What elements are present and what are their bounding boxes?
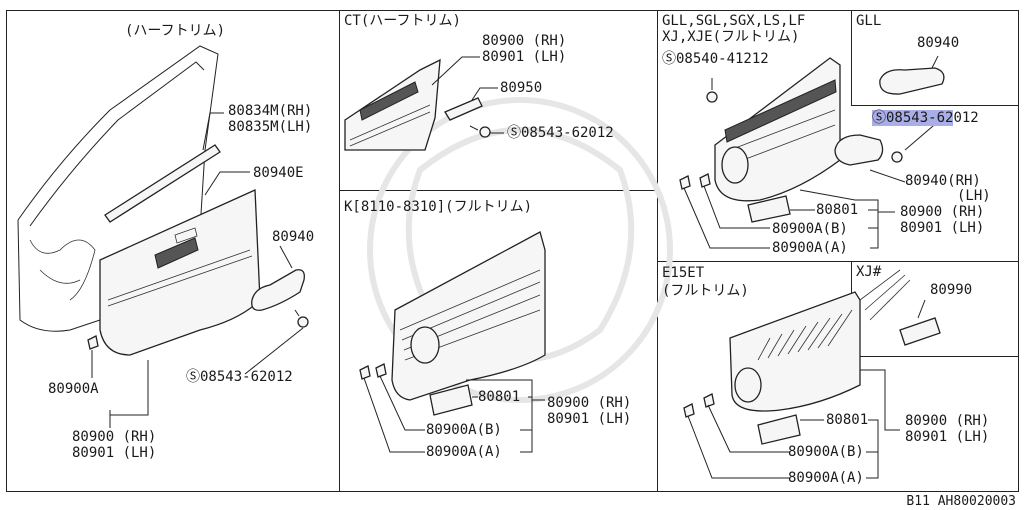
- main-label-clip: 80900A: [48, 381, 99, 397]
- gll-pocket: [747, 195, 791, 223]
- e15-trim-panel: [729, 291, 861, 412]
- main-screw: [294, 309, 309, 328]
- e15-title-1: E15ET: [662, 265, 705, 281]
- ct-screw: [469, 125, 491, 138]
- gll-label-handle-rh: 80940(RH): [905, 173, 981, 189]
- ct-trim-panel: [344, 58, 441, 151]
- main-sash: [104, 144, 221, 223]
- panel-gll: [851, 10, 1019, 106]
- main-label-handle-e: 80940E: [253, 165, 304, 181]
- k-pocket: [429, 384, 473, 416]
- k-label-clip-a: 80900A(A): [426, 444, 502, 460]
- e15-title-2: (フルトリム): [662, 283, 749, 299]
- ct-label-80950: 80950: [500, 80, 543, 96]
- gll-label-clip-a: 80900A(A): [772, 240, 848, 256]
- main-leaders: [91, 112, 304, 428]
- gll-label-trim-lh: 80901 (LH): [900, 220, 985, 236]
- gll-small-label-handle: 80940: [917, 35, 960, 51]
- ct-leaders: [431, 56, 504, 134]
- gll-handle: [834, 134, 884, 166]
- main-clip: [87, 335, 99, 350]
- gll-trim-panel: [714, 57, 841, 202]
- main-trim-panel: [99, 189, 261, 356]
- main-label-handle: 80940: [272, 229, 315, 245]
- k-leaders: [363, 375, 545, 453]
- main-door-frame: [17, 45, 219, 332]
- k-title: K[8110-8310](フルトリム): [344, 199, 533, 215]
- e15-pocket: [757, 414, 801, 445]
- ct-label-trim-rh: 80900 (RH): [482, 33, 567, 49]
- k-clips: [359, 363, 387, 380]
- ct-part-80950: [444, 97, 483, 121]
- e15-label-clip-a: 80900A(A): [788, 470, 864, 486]
- gll-full-title-1: GLL,SGL,SGX,LS,LF: [662, 13, 806, 29]
- xj-title: XJ#: [856, 264, 882, 280]
- main-title: (ハーフトリム): [125, 23, 226, 39]
- figure-code: B11 AH80020003: [906, 494, 1016, 509]
- k-label-trim-lh: 80901 (LH): [547, 411, 632, 427]
- ct-label-trim-lh: 80901 (LH): [482, 49, 567, 65]
- e15-leaders: [687, 369, 900, 479]
- k-label-clip-b: 80900A(B): [426, 422, 502, 438]
- e15-label-pocket: 80801: [826, 412, 869, 428]
- main-label-screw: Ⓢ08543-62012: [186, 369, 293, 385]
- ct-title: CT(ハーフトリム): [344, 13, 461, 29]
- e15-label-trim-rh: 80900 (RH): [905, 413, 990, 429]
- gll-small-handle: [879, 55, 945, 95]
- k-trim-panel: [391, 231, 546, 401]
- gll-small-title: GLL: [856, 13, 882, 29]
- main-label-sash-lh: 80835M(LH): [228, 119, 313, 135]
- xj-label-80990: 80990: [930, 282, 973, 298]
- gll-label-screw-mid: Ⓢ08543-62012: [872, 110, 979, 126]
- xj-part-80990: [859, 269, 941, 346]
- main-label-trim-rh: 80900 (RH): [72, 429, 157, 445]
- gll-label-trim-rh: 80900 (RH): [900, 204, 985, 220]
- panel-e15et: [657, 261, 1019, 492]
- gll-label-clip-b: 80900A(B): [772, 221, 848, 237]
- e15-clips: [683, 393, 715, 418]
- gll-label-pocket: 80801: [816, 202, 859, 218]
- watermark: [367, 97, 673, 403]
- gll-label-handle-lh: (LH): [957, 188, 991, 204]
- main-label-sash-rh: 80834M(RH): [228, 103, 313, 119]
- main-handle: [251, 269, 305, 311]
- gll-screws: [679, 91, 903, 190]
- e15-label-clip-b: 80900A(B): [788, 444, 864, 460]
- k-label-pocket: 80801: [478, 389, 521, 405]
- e15-label-trim-lh: 80901 (LH): [905, 429, 990, 445]
- gll-label-screw-top: Ⓢ08540-41212: [662, 51, 769, 67]
- gll-leaders: [683, 78, 941, 249]
- ct-label-screw: Ⓢ08543-62012: [507, 125, 614, 141]
- main-label-trim-lh: 80901 (LH): [72, 445, 157, 461]
- k-label-trim-rh: 80900 (RH): [547, 395, 632, 411]
- gll-full-title-2: XJ,XJE(フルトリム): [662, 29, 800, 45]
